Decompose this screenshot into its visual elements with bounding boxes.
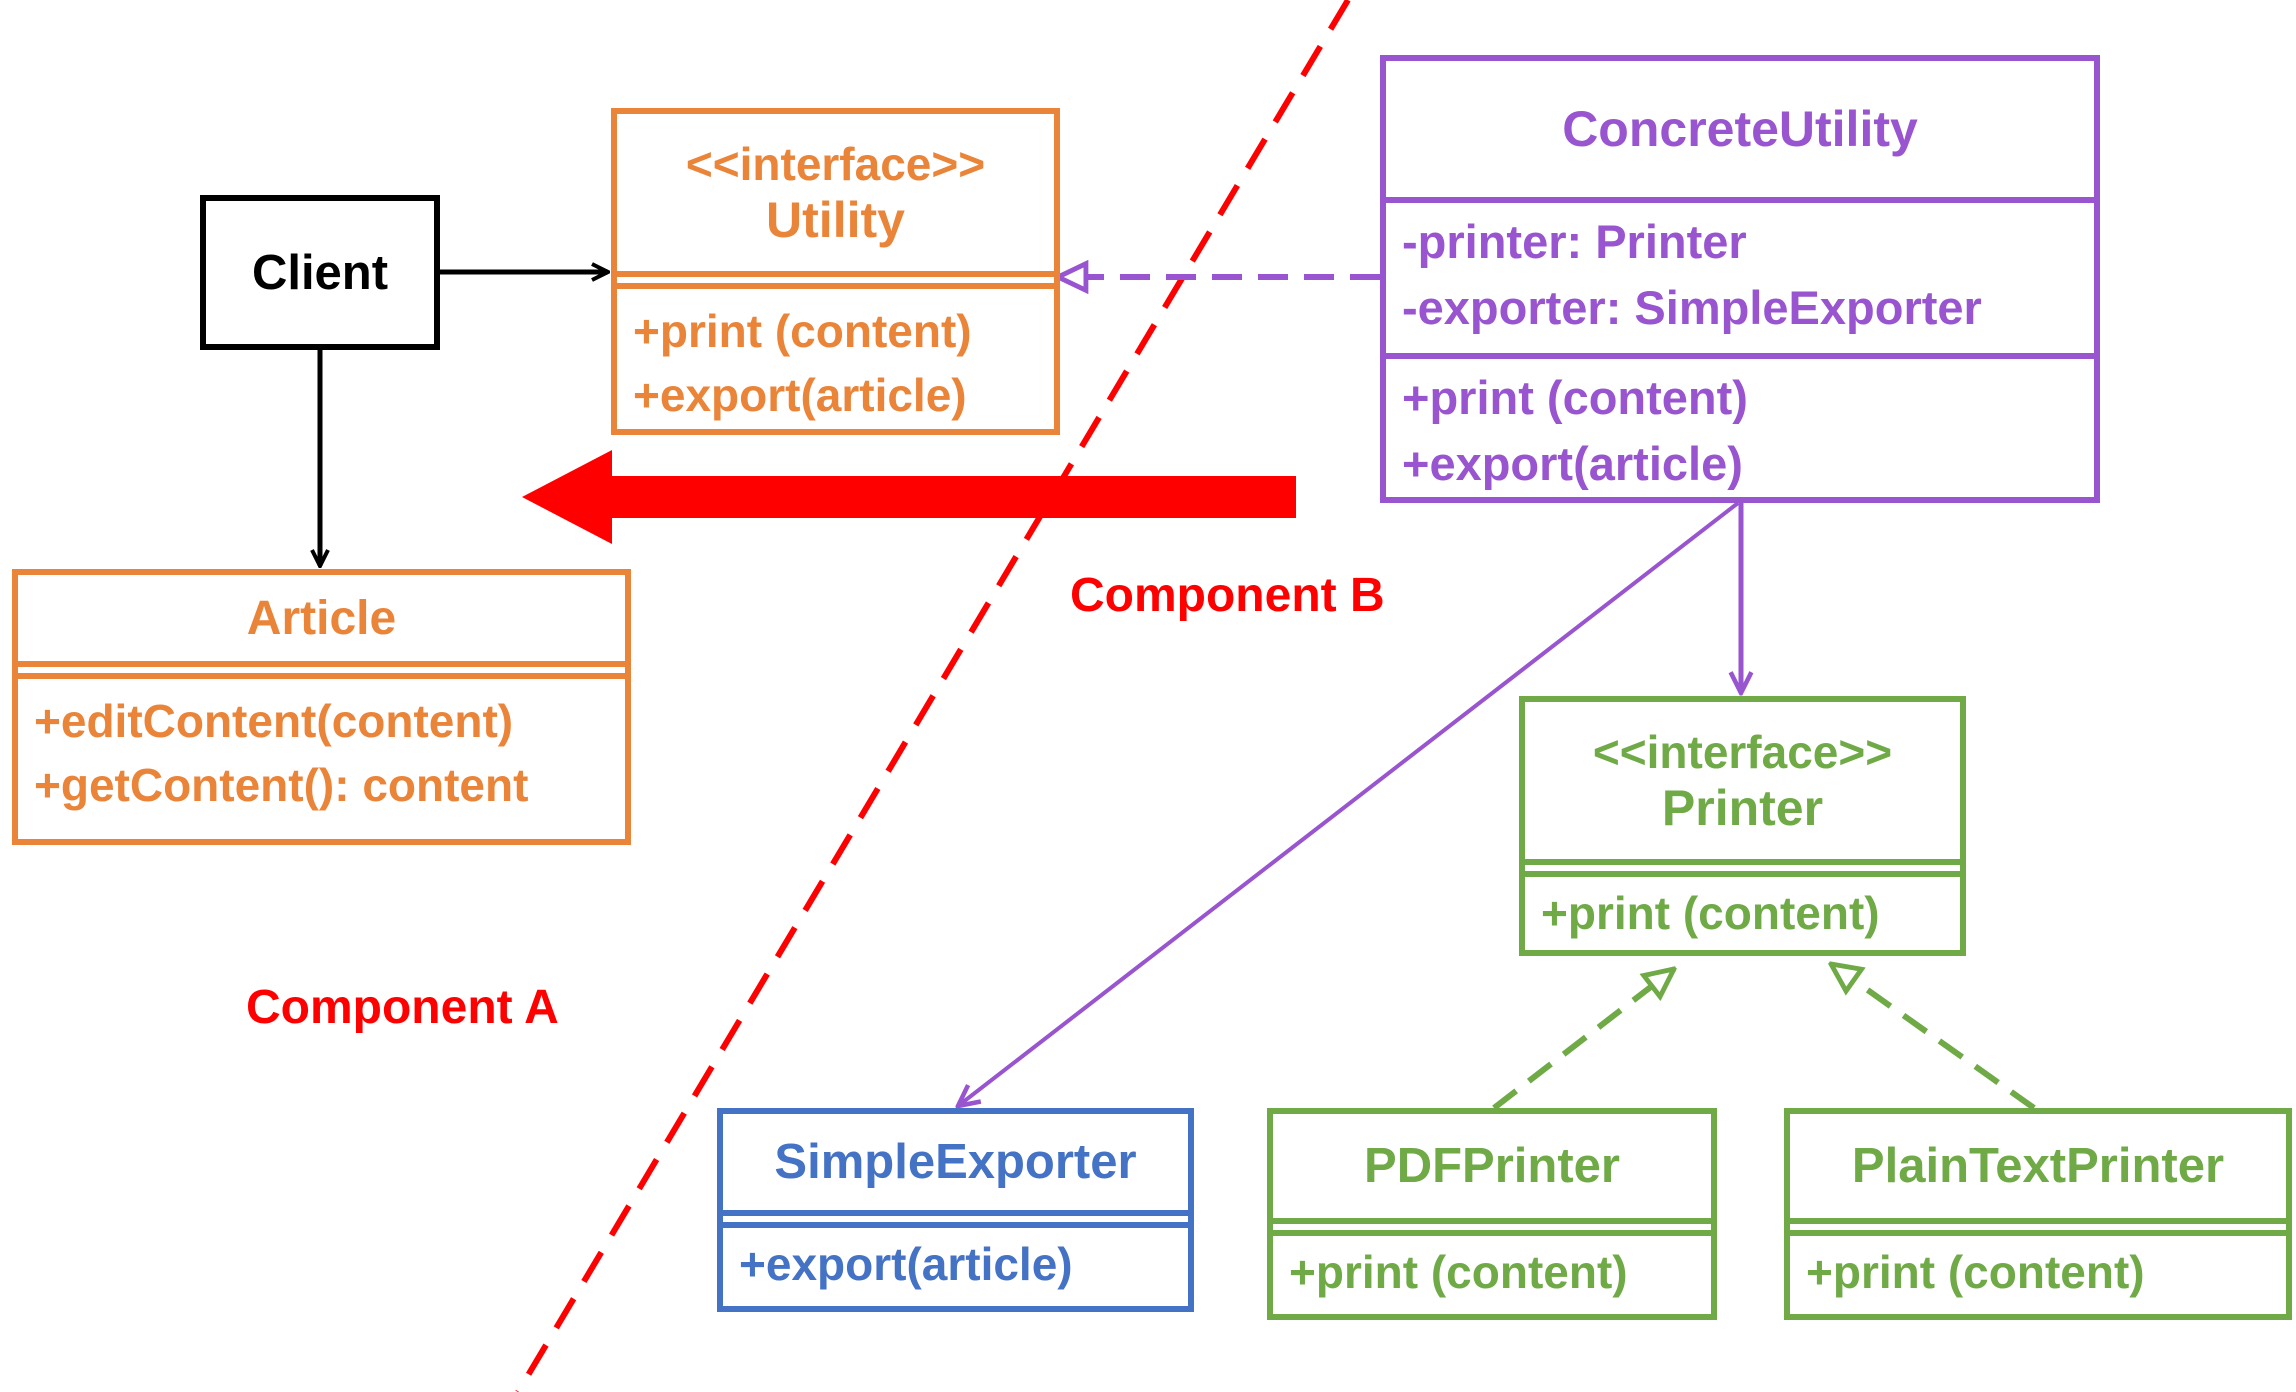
- plain-text-printer-class-name: PlainTextPrinter: [1851, 1139, 2225, 1193]
- utility-method: +export(article): [633, 369, 967, 421]
- concrete-to-exporter-arrow: [958, 501, 1740, 1106]
- client-class-name: Client: [251, 245, 389, 300]
- utility-interface: <<interface>> Utility +print (content) +…: [611, 108, 1060, 435]
- article-class-name: Article: [246, 591, 397, 645]
- simple-exporter-class: SimpleExporter +export(article): [717, 1108, 1194, 1312]
- printer-stereotype: <<interface>>: [1592, 725, 1893, 778]
- utility-stereotype: <<interface>>: [685, 137, 986, 190]
- pdf-realization-arrow: [1492, 969, 1674, 1111]
- simple-exporter-attributes: [723, 1210, 1188, 1222]
- concrete-utility-class-name: ConcreteUtility: [1562, 101, 1918, 158]
- pdf-printer-method: +print (content): [1289, 1246, 1628, 1298]
- simple-exporter-class-name: SimpleExporter: [774, 1135, 1137, 1189]
- component-a-label: Component A: [246, 981, 559, 1034]
- simple-exporter-method: +export(article): [739, 1238, 1073, 1290]
- utility-methods: +print (content) +export(article): [617, 283, 1054, 429]
- pdf-printer-class: PDFPrinter +print (content): [1267, 1108, 1717, 1320]
- utility-attributes: [617, 271, 1054, 283]
- concrete-utility-methods: +print (content) +export(article): [1386, 353, 2094, 497]
- concrete-utility-method: +print (content): [1402, 371, 1748, 424]
- article-method: +getContent(): content: [34, 759, 529, 811]
- client-class: Client: [200, 195, 440, 350]
- plain-text-printer-attributes: [1790, 1218, 2286, 1230]
- pdf-printer-class-name: PDFPrinter: [1364, 1139, 1620, 1193]
- utility-class-name: Utility: [766, 191, 905, 248]
- article-class: Article +editContent(content) +getConten…: [12, 569, 631, 845]
- plain-text-printer-class: PlainTextPrinter +print (content): [1784, 1108, 2292, 1320]
- printer-methods: +print (content): [1525, 871, 1960, 950]
- printer-method: +print (content): [1541, 887, 1880, 939]
- printer-attributes: [1525, 859, 1960, 871]
- pdf-printer-attributes: [1273, 1218, 1711, 1230]
- utility-method: +print (content): [633, 305, 972, 357]
- article-attributes: [18, 661, 625, 673]
- plain-text-printer-method: +print (content): [1806, 1246, 2145, 1298]
- pdf-printer-methods: +print (content): [1273, 1230, 1711, 1314]
- printer-class-name: Printer: [1661, 779, 1824, 836]
- article-method: +editContent(content): [34, 695, 514, 747]
- article-methods: +editContent(content) +getContent(): con…: [18, 673, 625, 839]
- component-boundary-line: [515, 0, 1351, 1392]
- concrete-utility-attribute: -printer: Printer: [1402, 215, 1747, 269]
- plain-text-printer-methods: +print (content): [1790, 1230, 2286, 1314]
- component-b-label: Component B: [1070, 569, 1385, 622]
- concrete-utility-attributes: -printer: Printer -exporter: SimpleExpor…: [1386, 197, 2094, 353]
- simple-exporter-methods: +export(article): [723, 1222, 1188, 1306]
- concrete-utility-attribute: -exporter: SimpleExporter: [1402, 281, 1982, 335]
- plaintext-realization-arrow: [1831, 964, 2036, 1111]
- concrete-utility-method: +export(article): [1402, 437, 1743, 490]
- concrete-utility-class: ConcreteUtility -printer: Printer -expor…: [1380, 55, 2100, 503]
- printer-interface: <<interface>> Printer +print (content): [1519, 696, 1966, 956]
- dependency-arrow: [522, 450, 1296, 544]
